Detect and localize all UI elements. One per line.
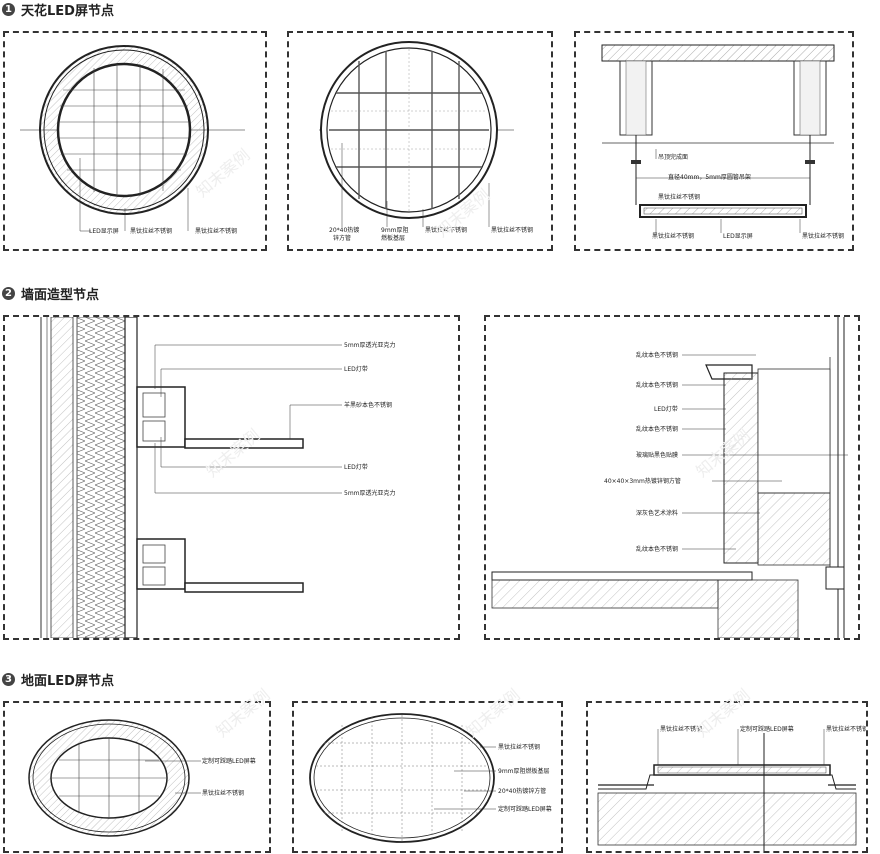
panel-ceiling-structure-plan: 20*40热镀 锌方管 9mm厚阻 燃板基层 黑钛拉丝不锈钢 黑钛拉丝不锈钢 <box>287 31 553 251</box>
wall-shelf-upper <box>136 386 304 449</box>
label-black-titanium: 黑钛拉丝不锈钢 <box>498 743 540 751</box>
label-black-titanium: 黑钛拉丝不锈钢 <box>652 232 694 240</box>
section-title-text: 天花LED屏节点 <box>21 3 114 19</box>
label-steel-tube: 20*40热镀锌方管 <box>498 787 546 795</box>
ceiling-structure-drawing: 20*40热镀 锌方管 9mm厚阻 燃板基层 黑钛拉丝不锈钢 黑钛拉丝不锈钢 <box>319 41 533 242</box>
wall-section-b-drawing: 乱纹本色不锈钢 乱纹本色不锈钢 LED灯带 乱纹本色不锈钢 玻璃贴黑色贴膜 40… <box>491 317 848 638</box>
label-walkable-led: 定制可踩踏LED屏幕 <box>498 805 552 813</box>
label-ceiling-finish: 吊顶完成面 <box>658 153 688 161</box>
label-black-titanium: 黑钛拉丝不锈钢 <box>202 789 244 797</box>
panel-floor-led-plan: 定制可踩踏LED屏幕 黑钛拉丝不锈钢 <box>3 701 271 853</box>
section-number: 3 <box>2 672 15 686</box>
label-black-titanium: 黑钛拉丝不锈钢 <box>491 226 533 234</box>
floor-structure-drawing: 黑钛拉丝不锈钢 9mm厚阻燃板基层 20*40热镀锌方管 定制可踩踏LED屏幕 <box>309 713 552 843</box>
floor-led-plan-drawing: 定制可踩踏LED屏幕 黑钛拉丝不锈钢 <box>28 719 256 837</box>
ceiling-led-plan-drawing: LED显示屏 黑钛拉丝不锈钢 黑钛拉丝不锈钢 <box>20 45 245 235</box>
label-steel-tube: 40×40×3mm热镀锌钢方管 <box>604 477 681 485</box>
label-steel-tube: 20*40热镀 <box>329 226 359 234</box>
panel-ceiling-led-plan: LED显示屏 黑钛拉丝不锈钢 黑钛拉丝不锈钢 <box>3 31 267 251</box>
label-black-titanium: 黑钛拉丝不锈钢 <box>195 227 237 235</box>
label-board-2: 燃板基层 <box>381 234 405 242</box>
label-glass-film: 玻璃贴黑色贴膜 <box>636 451 678 459</box>
section-number: 2 <box>2 286 15 300</box>
label-black-titanium: 黑钛拉丝不锈钢 <box>425 226 467 234</box>
label-stainless-steel: 乱纹本色不锈钢 <box>636 425 678 433</box>
panel-wall-section-b: 乱纹本色不锈钢 乱纹本色不锈钢 LED灯带 乱纹本色不锈钢 玻璃贴黑色贴膜 40… <box>484 315 860 640</box>
section-title-1: 1 天花LED屏节点 <box>2 0 114 19</box>
label-black-titanium: 黑钛拉丝不锈钢 <box>658 193 700 201</box>
label-black-titanium: 黑钛拉丝不锈钢 <box>130 227 172 235</box>
panel-floor-section: 黑钛拉丝不锈钢 定制可踩踏LED屏幕 黑钛拉丝不锈钢 <box>586 701 868 853</box>
label-acrylic: 5mm厚透光亚克力 <box>344 341 396 349</box>
label-stainless-steel: 乱纹本色不锈钢 <box>636 381 678 389</box>
panel-wall-section-a: 5mm厚透光亚克力 LED灯带 羊黑砂本色不锈钢 LED灯带 5mm厚透光亚克力 <box>3 315 460 640</box>
floor-section-drawing: 黑钛拉丝不锈钢 定制可踩踏LED屏幕 黑钛拉丝不锈钢 <box>597 725 866 851</box>
label-walkable-led: 定制可踩踏LED屏幕 <box>202 757 256 765</box>
label-led-display: LED显示屏 <box>723 233 753 240</box>
label-art-paint: 深灰色艺术涂料 <box>636 509 678 517</box>
label-walkable-led: 定制可踩踏LED屏幕 <box>740 725 794 733</box>
label-hanger-tube: 直径40mm，5mm厚圆管吊架 <box>668 173 751 181</box>
label-black-titanium: 黑钛拉丝不锈钢 <box>802 232 844 240</box>
label-acrylic: 5mm厚透光亚克力 <box>344 489 396 497</box>
section-number: 1 <box>2 2 15 16</box>
label-led-strip: LED灯带 <box>654 405 678 413</box>
wall-shelf-lower <box>136 538 304 593</box>
label-steel-tube-2: 锌方管 <box>333 234 351 242</box>
label-stainless-steel: 羊黑砂本色不锈钢 <box>344 401 392 409</box>
label-led-display: LED显示屏 <box>89 228 119 235</box>
panel-ceiling-section: 吊顶完成面 直径40mm，5mm厚圆管吊架 黑钛拉丝不锈钢 黑钛拉丝不锈钢 LE… <box>574 31 854 251</box>
label-led-strip: LED灯带 <box>344 463 368 471</box>
panel-floor-structure-plan: 黑钛拉丝不锈钢 9mm厚阻燃板基层 20*40热镀锌方管 定制可踩踏LED屏幕 <box>292 701 563 853</box>
section-title-text: 墙面造型节点 <box>21 287 100 303</box>
section-title-3: 3 地面LED屏节点 <box>2 670 114 689</box>
label-stainless-steel: 乱纹本色不锈钢 <box>636 351 678 359</box>
section-title-2: 2 墙面造型节点 <box>2 284 100 303</box>
section-title-text: 地面LED屏节点 <box>21 673 114 689</box>
label-black-titanium: 黑钛拉丝不锈钢 <box>826 725 866 733</box>
label-led-strip: LED灯带 <box>344 365 368 373</box>
label-board: 9mm厚阻 <box>381 226 409 234</box>
wall-section-a-drawing: 5mm厚透光亚克力 LED灯带 羊黑砂本色不锈钢 LED灯带 5mm厚透光亚克力 <box>40 317 396 638</box>
label-board: 9mm厚阻燃板基层 <box>498 767 550 775</box>
ceiling-section-drawing: 吊顶完成面 直径40mm，5mm厚圆管吊架 黑钛拉丝不锈钢 黑钛拉丝不锈钢 LE… <box>601 44 844 240</box>
label-stainless-steel: 乱纹本色不锈钢 <box>636 545 678 553</box>
label-black-titanium: 黑钛拉丝不锈钢 <box>660 725 702 733</box>
